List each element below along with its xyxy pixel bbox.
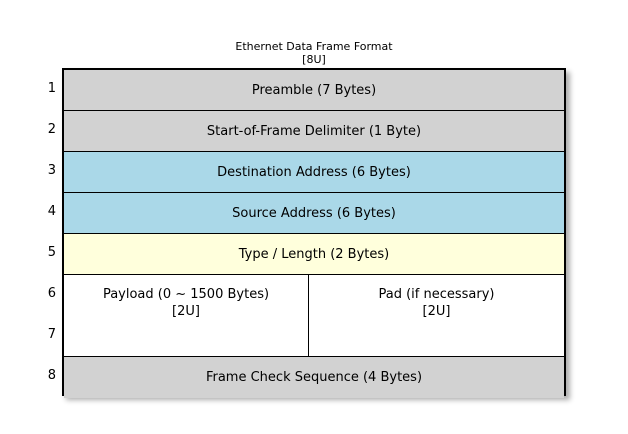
frame-field-label: Destination Address (6 Bytes) xyxy=(217,164,411,180)
row-number-gutter: 1 2 3 4 5 6 7 8 xyxy=(30,68,56,396)
frame-field-source-address: Source Address (6 Bytes) xyxy=(64,193,564,234)
frame-field-frame-check-sequence: Frame Check Sequence (4 Bytes) xyxy=(64,357,564,398)
row-number-7: 7 xyxy=(47,327,56,342)
frame-field-label: Type / Length (2 Bytes) xyxy=(238,246,390,262)
row-number-1: 1 xyxy=(47,81,56,96)
page-title: Ethernet Data Frame Format xyxy=(235,40,393,53)
row-number-5: 5 xyxy=(47,245,56,260)
frame-format-table: Preamble (7 Bytes) Start-of-Frame Delimi… xyxy=(62,68,566,398)
row-number-3: 3 xyxy=(47,163,56,178)
frame-field-label: Pad (if necessary) xyxy=(378,287,495,302)
row-number-6: 6 xyxy=(47,286,56,301)
frame-field-start-of-frame-delimiter: Start-of-Frame Delimiter (1 Byte) xyxy=(64,111,564,152)
frame-field-annotation: [2U] xyxy=(422,304,451,319)
title-annotation: [8U] xyxy=(302,53,326,66)
row-number-4: 4 xyxy=(47,204,56,219)
figure-title-block: Ethernet Data Frame Format [8U] xyxy=(62,40,566,66)
frame-field-label: Frame Check Sequence (4 Bytes) xyxy=(205,370,423,385)
frame-field-type-length: Type / Length (2 Bytes) xyxy=(64,234,564,275)
frame-field-payload: Payload (0 ~ 1500 Bytes) [2U] xyxy=(64,275,309,356)
row-number-2: 2 xyxy=(47,122,56,137)
frame-field-label: Preamble (7 Bytes) xyxy=(251,82,377,98)
frame-field-pad: Pad (if necessary) [2U] xyxy=(309,275,564,356)
frame-field-payload-pad-row: Payload (0 ~ 1500 Bytes) [2U] Pad (if ne… xyxy=(64,275,564,357)
row-number-8: 8 xyxy=(47,368,56,383)
frame-field-label: Source Address (6 Bytes) xyxy=(232,205,396,221)
frame-field-annotation: [2U] xyxy=(172,304,200,319)
frame-field-label: Payload (0 ~ 1500 Bytes) xyxy=(102,287,270,302)
frame-field-destination-address: Destination Address (6 Bytes) xyxy=(64,152,564,193)
frame-field-label: Start-of-Frame Delimiter (1 Byte) xyxy=(206,123,422,139)
frame-field-preamble: Preamble (7 Bytes) xyxy=(64,70,564,111)
